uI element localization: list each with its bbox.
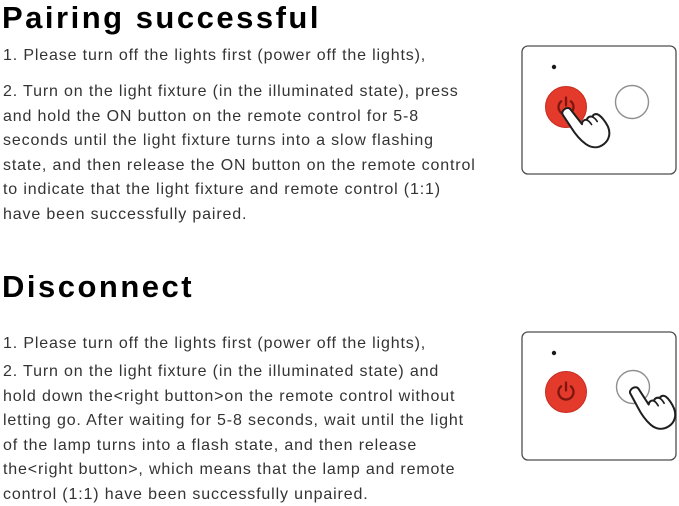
text-line: hold down the<right button>on the remote…: [3, 387, 456, 405]
remote-graphic: [521, 331, 677, 461]
pairing-heading: Pairing successful: [2, 0, 321, 35]
right-button: [614, 84, 650, 120]
pairing-step-2: 2. Turn on the light fixture (in the ill…: [3, 80, 515, 227]
remote-graphic: [521, 45, 677, 175]
text-line: the<right button>, which means that the …: [3, 461, 456, 478]
power-icon: [557, 381, 575, 401]
disconnect-step-1: 1. Please turn off the lights first (pow…: [3, 335, 427, 352]
pointing-hand-icon: [628, 386, 677, 430]
text-line: state, and then release the ON button on…: [3, 156, 476, 174]
pointing-hand-icon: [561, 106, 611, 149]
on-button: [545, 371, 587, 413]
disconnect-heading: Disconnect: [2, 269, 195, 304]
remote-body: [521, 45, 677, 175]
remote-illustration-disconnect: [521, 331, 679, 468]
disconnect-step-2: 2. Turn on the light fixture (in the ill…: [3, 360, 515, 506]
remote-illustration-pairing: [521, 45, 679, 182]
text-line: to indicate that the light fixture and r…: [3, 181, 441, 198]
indicator-dot: [551, 350, 557, 356]
text-line: control (1:1) have been successfully unp…: [3, 485, 369, 503]
text-line: letting go. After waiting for 5-8 second…: [3, 412, 464, 429]
text-line: seconds until the light fixture turns in…: [3, 132, 434, 149]
text-line: have been successfully paired.: [3, 205, 248, 223]
indicator-dot: [551, 64, 557, 70]
text-line: 2. Turn on the light fixture (in the ill…: [3, 363, 440, 380]
pairing-step-1: 1. Please turn off the lights first (pow…: [3, 47, 427, 64]
remote-body: [521, 331, 677, 461]
text-line: 2. Turn on the light fixture (in the ill…: [3, 83, 459, 100]
text-line: of the lamp turns into a flash state, an…: [3, 436, 418, 454]
text-line: and hold the ON button on the remote con…: [3, 107, 419, 125]
